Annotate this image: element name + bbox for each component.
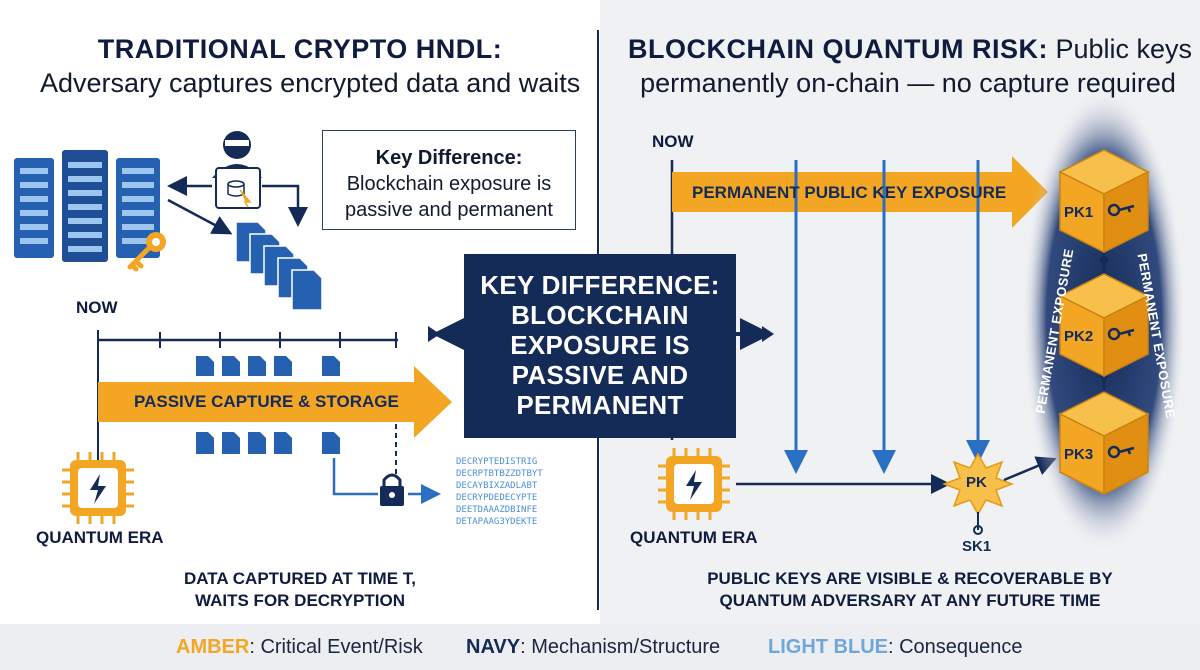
- lower-data-files: [196, 432, 340, 454]
- right-title-rest-1: Public keys: [1055, 34, 1193, 64]
- captured-documents-icon: [235, 221, 323, 311]
- exfil-arrow-right: [262, 184, 308, 227]
- key-icon: [127, 232, 166, 272]
- key-difference-line4: PASSIVE AND: [511, 360, 689, 390]
- key-difference-box: KEY DIFFERENCE: BLOCKCHAIN EXPOSURE IS P…: [464, 254, 736, 438]
- right-now-label: NOW: [652, 132, 694, 151]
- permanent-exposure-label: PERMANENT PUBLIC KEY EXPOSURE: [692, 183, 1007, 202]
- block-pk3: [1058, 391, 1150, 496]
- legend-navy: NAVY: Mechanism/Structure: [466, 636, 720, 659]
- cipher-line-1: DECRYPTEDISTRIG: [456, 457, 538, 467]
- quantum-chip-icon-right: [658, 448, 730, 520]
- sk1-label: SK1: [962, 538, 992, 555]
- quantum-chip-icon: [62, 452, 134, 524]
- legend-amber-key: AMBER: [176, 636, 250, 658]
- lock-icon: [380, 473, 404, 506]
- permanent-exposure-arrow: [672, 156, 1048, 228]
- right-caption-line1: PUBLIC KEYS ARE VISIBLE & RECOVERABLE BY: [707, 569, 1113, 588]
- key-difference-callout: Key Difference: Blockchain exposure is p…: [322, 130, 576, 230]
- key-difference-callout-line1: Blockchain exposure is: [346, 173, 552, 195]
- left-quantum-era-label: QUANTUM ERA: [36, 528, 164, 547]
- left-title-bold: TRADITIONAL CRYPTO HNDL:: [97, 34, 503, 64]
- block-pk1-label: PK1: [1064, 204, 1094, 221]
- server-rack-icon: [14, 150, 160, 262]
- key-difference-callout-line2: passive and permanent: [345, 199, 553, 221]
- right-title-bold: BLOCKCHAIN QUANTUM RISK:: [628, 34, 1048, 64]
- right-quantum-era-label: QUANTUM ERA: [630, 528, 758, 547]
- key-difference-line3: EXPOSURE IS: [510, 330, 690, 360]
- left-caption-line1: DATA CAPTURED AT TIME T,: [184, 569, 416, 588]
- legend-navy-key: NAVY: [466, 636, 521, 658]
- ciphertext-block: DECRYPTEDISTRIG DECRPTBTBZZDTBYT DECAYBIXZ…: [456, 456, 543, 528]
- block-pk2-label: PK2: [1064, 328, 1094, 345]
- sk-node: [973, 525, 983, 535]
- capture-arrow: [167, 198, 233, 235]
- legend-bar: AMBER: Critical Event/Risk NAVY: Mechani…: [0, 624, 1200, 670]
- key-difference-line5: PERMANENT: [516, 390, 684, 420]
- right-caption-line2: QUANTUM ADVERSARY AT ANY FUTURE TIME: [719, 591, 1101, 610]
- cipher-line-6: DETAPAAG3YDEKTE: [456, 517, 538, 527]
- block-pk2: [1058, 273, 1150, 378]
- cipher-line-2: DECRPTBTBZZDTBYT: [456, 469, 543, 479]
- left-caption-line2: WAITS FOR DECRYPTION: [195, 591, 405, 610]
- upper-data-files: [196, 356, 340, 376]
- block-pk1: [1058, 149, 1150, 254]
- arrowhead-left: [428, 326, 440, 342]
- key-difference-line1: KEY DIFFERENCE:: [480, 270, 720, 300]
- cipher-line-5: DEETDAAAZDBINFE: [456, 505, 538, 515]
- left-now-label: NOW: [76, 298, 118, 317]
- legend-blue-key: LIGHT BLUE: [768, 636, 888, 658]
- left-title-rest: Adversary captures encrypted data and wa…: [40, 68, 581, 98]
- legend-amber: AMBER: Critical Event/Risk: [176, 636, 423, 659]
- left-caption: DATA CAPTURED AT TIME T, WAITS FOR DECRY…: [120, 568, 480, 612]
- arrowhead-right: [762, 326, 774, 342]
- passive-capture-label: PASSIVE CAPTURE & STORAGE: [134, 392, 399, 411]
- passive-capture-arrow: [98, 366, 452, 438]
- key-difference-line2: BLOCKCHAIN: [511, 300, 689, 330]
- key-difference-callout-title: Key Difference:: [375, 147, 523, 169]
- right-caption: PUBLIC KEYS ARE VISIBLE & RECOVERABLE BY…: [660, 568, 1160, 612]
- hacker-icon: [212, 131, 262, 209]
- decrypt-path: [332, 458, 378, 496]
- block-pk3-label: PK3: [1064, 446, 1094, 463]
- cipher-line-3: DECAYBIXZADLABT: [456, 481, 538, 491]
- legend-navy-desc: : Mechanism/Structure: [520, 636, 721, 658]
- legend-light-blue: LIGHT BLUE: Consequence: [768, 636, 1023, 659]
- burst-pk-label: PK: [966, 474, 987, 491]
- block-key-icons: [1107, 203, 1135, 459]
- right-title-rest-2: permanently on-chain — no capture requir…: [640, 68, 1176, 98]
- cipher-line-4: DECRYPDEDECYPTE: [456, 493, 538, 503]
- left-title: TRADITIONAL CRYPTO HNDL: Adversary captu…: [40, 32, 580, 100]
- right-title: BLOCKCHAIN QUANTUM RISK: Public keys per…: [628, 32, 1192, 100]
- legend-amber-desc: : Critical Event/Risk: [249, 636, 423, 658]
- legend-blue-desc: : Consequence: [888, 636, 1023, 658]
